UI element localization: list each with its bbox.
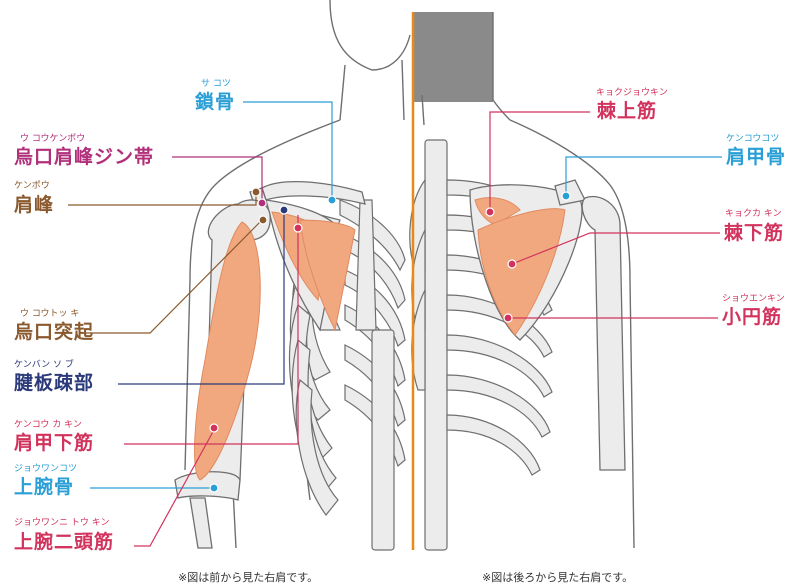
ruby-rotator-interval: ケンバン ソ ブ (14, 361, 74, 370)
back-hair (413, 12, 493, 102)
back-humerus-bone (582, 197, 625, 470)
name-supraspinatus: 棘上筋 (597, 102, 657, 121)
name-coracoid: 烏口突起 (14, 323, 94, 342)
name-infraspinatus: 棘下筋 (724, 224, 784, 243)
name-teres-minor: 小円筋 (722, 308, 782, 327)
ruby-subscapularis: ケンコウ カ キン (14, 421, 82, 430)
ruby-teres-minor: ショウエンキン (722, 295, 785, 304)
ruby-humerus: ジョウワンコツ (14, 465, 77, 474)
name-humerus: 上腕骨 (14, 478, 74, 497)
back-caption: ※図は後ろから見た右肩です。 (482, 572, 633, 583)
ruby-biceps: ジョウワンニ トウ キン (14, 519, 109, 528)
name-scapula: 肩甲骨 (726, 148, 786, 167)
ruby-infraspinatus: キョクカ キン (725, 210, 782, 219)
name-biceps: 上腕二頭筋 (14, 533, 114, 552)
name-clavicle: 鎖骨 (195, 93, 235, 112)
ruby-acromion: ケンポウ (14, 182, 50, 191)
ruby-clavicle: サ コツ (201, 80, 231, 89)
front-caption: ※図は前から見た右肩です。 (178, 572, 318, 583)
ruby-supraspinatus: キョクジョウキン (596, 89, 668, 98)
ruby-scapula: ケンコウコツ (726, 135, 779, 144)
name-subscapularis: 肩甲下筋 (14, 434, 94, 453)
name-rotator-interval: 腱板疎部 (14, 374, 94, 393)
ruby-coracoid: ウ コウトッ キ (20, 310, 79, 319)
name-acromion: 肩峰 (14, 196, 54, 215)
ruby-coracoacromial: ウ コウケンポウ (20, 135, 85, 144)
name-coracoacromial: 烏口肩峰ジン帯 (14, 148, 154, 167)
